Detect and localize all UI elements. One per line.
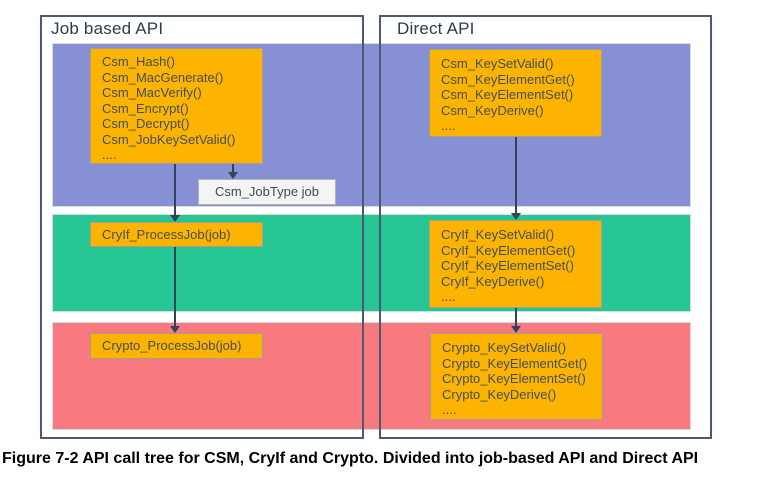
crypto-processjob-box: Crypto_ProcessJob(job) [90,333,263,359]
function-line: Crypto_KeySetValid() [442,340,567,355]
csm-key-functions-box: Csm_KeySetValid() Csm_KeyElementGet() Cs… [429,49,602,137]
csm-job-functions-box: Csm_Hash() Csm_MacGenerate() Csm_MacVeri… [90,48,263,164]
arrowhead-csm-to-cryif-icon [170,215,180,222]
arrow-cryifdirect-to-cryptodirect [515,308,517,326]
function-line: .... [102,147,117,162]
function-line: .... [442,402,457,417]
function-line: Csm_Encrypt() [102,100,189,116]
arrow-cryif-to-crypto [174,247,176,326]
arrowhead-cryifdirect-to-cryptodirect-icon [511,326,521,333]
cryif-key-functions-box: CryIf_KeySetValid() CryIf_KeyElementGet(… [429,220,602,308]
cryif-processjob-box: CryIf_ProcessJob(job) [90,222,263,247]
function-line: Csm_KeyElementSet() [441,87,574,102]
csm-jobtype-box: Csm_JobType job [198,179,336,205]
function-line: Csm_KeyDerive() [441,102,544,118]
function-line: Csm_KeyElementGet() [441,71,575,87]
function-line: Csm_Hash() [102,54,175,69]
function-line: Csm_Decrypt() [102,116,190,131]
function-line: Crypto_KeyElementSet() [442,371,586,386]
figure-caption: Figure 7-2 API call tree for CSM, CryIf … [2,450,699,467]
function-line: Csm_MacGenerate() [102,69,224,85]
function-line: Crypto_KeyElementGet() [442,355,588,371]
arrow-csm-to-jobtype [232,164,234,172]
job-based-api-title: Job based API [51,19,164,38]
function-line: .... [441,289,456,304]
function-line: .... [441,118,456,133]
function-line: CryIf_KeyElementSet() [441,258,574,273]
arrowhead-csmdirect-to-cryifdirect-icon [511,213,521,220]
arrowhead-cryif-to-crypto-icon [170,326,180,333]
arrow-csm-to-cryif [174,164,176,215]
arrowhead-csm-to-jobtype-icon [228,172,238,179]
function-line: Csm_KeySetValid() [441,56,554,71]
direct-api-title: Direct API [397,19,475,38]
function-line: Csm_JobKeySetValid() [102,131,236,147]
function-line: CryIf_KeyDerive() [441,273,545,289]
function-line: Crypto_KeyDerive() [442,386,557,402]
function-line: CryIf_KeySetValid() [441,227,555,242]
function-line: CryIf_KeyElementGet() [441,242,576,258]
arrow-csmdirect-to-cryifdirect [515,137,517,213]
function-line: Csm_MacVerify() [102,85,202,100]
crypto-key-functions-box: Crypto_KeySetValid() Crypto_KeyElementGe… [430,333,603,420]
